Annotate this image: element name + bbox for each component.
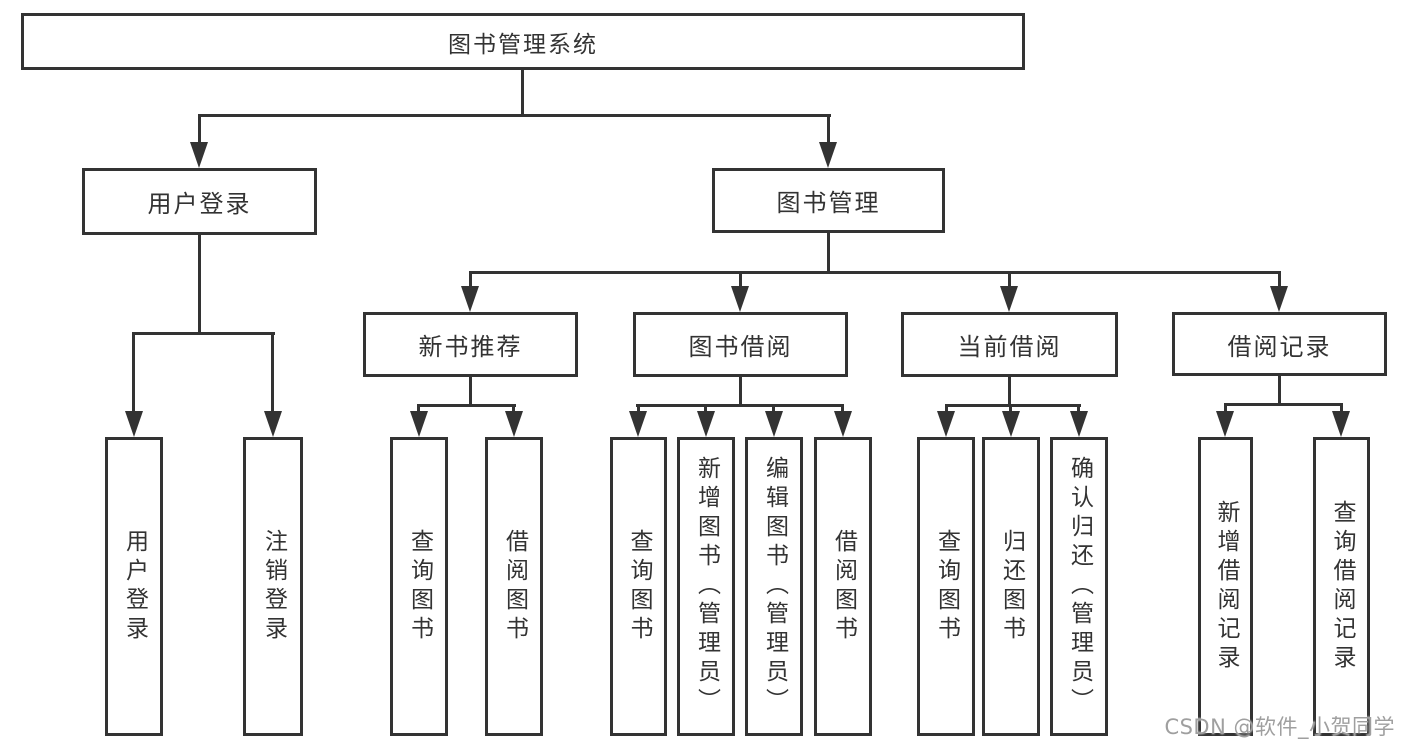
leaf-label: 查询图书 <box>933 528 960 645</box>
leaf-label: 确认归还（管理员） <box>1066 456 1093 717</box>
arrow-down-icon <box>1270 286 1288 312</box>
connector-line <box>739 271 742 289</box>
arrow-down-icon <box>125 411 143 437</box>
connector-line <box>1224 403 1227 414</box>
leaf-label: 借阅图书 <box>830 528 857 645</box>
arrow-down-icon <box>697 411 715 437</box>
node-label: 图书管理系统 <box>448 31 598 58</box>
node-label: 新书推荐 <box>418 333 523 361</box>
arrow-down-icon <box>765 411 783 437</box>
leaf-user-login: 用户登录 <box>105 437 163 736</box>
leaf-add-book-admin: 新增图书（管理员） <box>677 437 735 736</box>
leaf-label: 归还图书 <box>998 528 1025 645</box>
arrow-down-icon <box>264 411 282 437</box>
arrow-down-icon <box>629 411 647 437</box>
connector-line <box>704 404 707 414</box>
connector-line <box>1008 374 1011 407</box>
arrow-down-icon <box>819 142 837 168</box>
connector-line <box>417 404 420 414</box>
connector-line <box>1278 271 1281 289</box>
node-new-book-recommend: 新书推荐 <box>363 312 578 377</box>
connector-line <box>198 234 201 335</box>
connector-line <box>945 404 1081 407</box>
node-book-management: 图书管理 <box>712 168 945 233</box>
leaf-borrow-books: 借阅图书 <box>814 437 872 736</box>
leaf-add-borrow-record: 新增借阅记录 <box>1198 437 1253 736</box>
arrow-down-icon <box>1000 286 1018 312</box>
node-user-login: 用户登录 <box>82 168 317 235</box>
connector-line <box>469 271 472 289</box>
leaf-confirm-return-admin: 确认归还（管理员） <box>1050 437 1108 736</box>
arrow-down-icon <box>731 286 749 312</box>
arrow-down-icon <box>1070 411 1088 437</box>
node-library-system: 图书管理系统 <box>21 13 1025 70</box>
connector-line <box>469 271 1281 274</box>
connector-line <box>841 404 844 414</box>
connector-line <box>198 114 201 146</box>
leaf-return-books: 归还图书 <box>982 437 1040 736</box>
arrow-down-icon <box>834 411 852 437</box>
connector-line <box>271 332 274 414</box>
leaf-query-borrow-record: 查询借阅记录 <box>1313 437 1370 736</box>
arrow-down-icon <box>410 411 428 437</box>
leaf-query-books: 查询图书 <box>917 437 975 736</box>
connector-line <box>132 332 135 414</box>
connector-line <box>637 404 640 414</box>
connector-line <box>945 404 948 414</box>
leaf-label: 用户登录 <box>121 528 148 645</box>
leaf-label: 新增借阅记录 <box>1213 499 1239 674</box>
connector-line <box>636 404 844 407</box>
node-borrow-records: 借阅记录 <box>1172 312 1387 376</box>
node-label: 用户登录 <box>147 190 252 218</box>
leaf-label: 查询图书 <box>406 528 433 645</box>
connector-line <box>521 67 524 117</box>
leaf-label: 查询图书 <box>626 528 652 645</box>
connector-line <box>512 404 515 414</box>
connector-line <box>827 114 830 146</box>
node-label: 当前借阅 <box>957 333 1062 361</box>
connector-line <box>772 404 775 414</box>
connector-line <box>1278 374 1281 406</box>
connector-line <box>1224 403 1343 406</box>
connector-line <box>1077 404 1080 414</box>
arrow-down-icon <box>937 411 955 437</box>
connector-line <box>469 374 472 407</box>
node-label: 图书管理 <box>776 189 881 217</box>
node-current-borrow: 当前借阅 <box>901 312 1118 377</box>
leaf-label: 注销登录 <box>260 528 287 645</box>
connector-line <box>1008 271 1011 289</box>
arrow-down-icon <box>505 411 523 437</box>
leaf-label: 借阅图书 <box>501 528 528 645</box>
leaf-label: 新增图书（管理员） <box>693 456 720 717</box>
leaf-borrow-books: 借阅图书 <box>485 437 543 736</box>
csdn-watermark: CSDN @软件_小贺同学 <box>1164 715 1395 739</box>
leaf-label: 编辑图书（管理员） <box>761 456 788 717</box>
leaf-edit-book-admin: 编辑图书（管理员） <box>745 437 803 736</box>
connector-line <box>132 332 275 335</box>
arrow-down-icon <box>1216 411 1234 437</box>
arrow-down-icon <box>1002 411 1020 437</box>
leaf-logout: 注销登录 <box>243 437 303 736</box>
connector-line <box>827 231 830 273</box>
leaf-label: 查询借阅记录 <box>1329 499 1355 674</box>
node-book-borrow: 图书借阅 <box>633 312 848 377</box>
arrow-down-icon <box>1332 411 1350 437</box>
connector-line <box>417 404 516 407</box>
connector-line <box>1009 404 1012 414</box>
leaf-query-books: 查询图书 <box>610 437 667 736</box>
leaf-query-books: 查询图书 <box>390 437 448 736</box>
connector-line <box>198 114 831 117</box>
arrow-down-icon <box>461 286 479 312</box>
connector-line <box>1340 403 1343 414</box>
arrow-down-icon <box>190 142 208 168</box>
node-label: 借阅记录 <box>1227 332 1332 361</box>
connector-line <box>739 374 742 407</box>
node-label: 图书借阅 <box>688 333 793 361</box>
